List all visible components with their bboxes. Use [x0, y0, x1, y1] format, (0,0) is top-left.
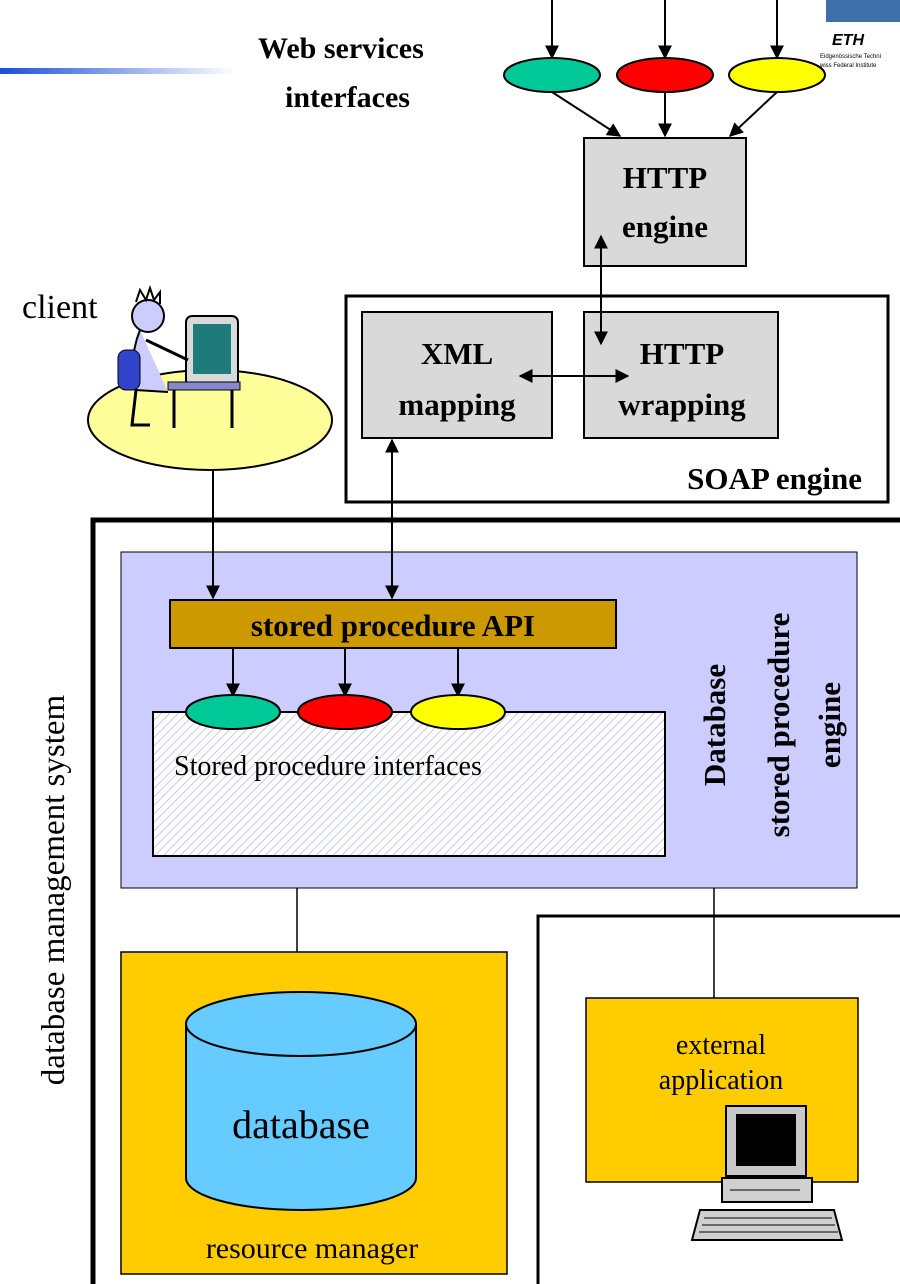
sp-engine-label-line1: Database: [697, 664, 732, 786]
client-label: client: [22, 289, 98, 326]
http-wrapping-line2: wrapping: [618, 387, 746, 422]
soap-engine-box: [344, 294, 890, 504]
http-wrapping-line1: HTTP: [640, 336, 724, 371]
sp-interfaces-box: [152, 711, 666, 857]
iface-to-http-1: [551, 91, 622, 137]
http-engine-line1: HTTP: [623, 160, 707, 195]
web-services-label-line2: interfaces: [285, 81, 410, 114]
sp-engine-label-line2: stored procedure: [761, 613, 796, 838]
stored-procedure-api-bar: [169, 599, 617, 649]
web-interface-red: [616, 57, 714, 93]
external-app-line1: external: [676, 1030, 766, 1061]
client-person-icon: [117, 284, 241, 428]
external-app-line2: application: [659, 1065, 783, 1096]
external-frame: [536, 914, 900, 1284]
logo-image: [826, 0, 900, 22]
logo-text: ETH: [832, 32, 864, 49]
http-engine-box: [583, 137, 747, 267]
web-interface-yellow: [728, 57, 826, 93]
xml-mapping-line2: mapping: [398, 387, 516, 422]
iface-to-http-3: [728, 91, 778, 137]
dbms-label: database management system: [36, 694, 72, 1085]
logo-line-2: wiss Federal Institute: [819, 63, 877, 69]
web-services-label-line1: Web services: [258, 32, 424, 65]
eth-logo: ETH Eidgenössische Techni wiss Federal I…: [819, 0, 900, 69]
dbms-frame: [90, 517, 900, 1284]
logo-line-1: Eidgenössische Techni: [820, 54, 881, 60]
database-cylinder: [185, 991, 417, 1211]
computer-icon: [690, 1105, 844, 1241]
sp-engine-label-line3: engine: [812, 682, 847, 768]
xml-mapping-line1: XML: [421, 336, 493, 371]
web-interface-green: [503, 57, 601, 93]
sp-interfaces-label: Stored procedure interfaces: [174, 751, 482, 782]
sp-interface-green: [185, 694, 281, 730]
http-engine-line2: engine: [622, 209, 708, 244]
stored-procedure-api-label: stored procedure API: [251, 608, 535, 643]
header-band: [0, 68, 235, 74]
external-application-box: [585, 997, 859, 1183]
sp-interface-yellow: [410, 694, 506, 730]
soap-engine-label: SOAP engine: [687, 461, 862, 496]
resource-manager-label: resource manager: [206, 1232, 418, 1265]
database-label: database: [232, 1102, 370, 1147]
sp-interface-red: [297, 694, 393, 730]
